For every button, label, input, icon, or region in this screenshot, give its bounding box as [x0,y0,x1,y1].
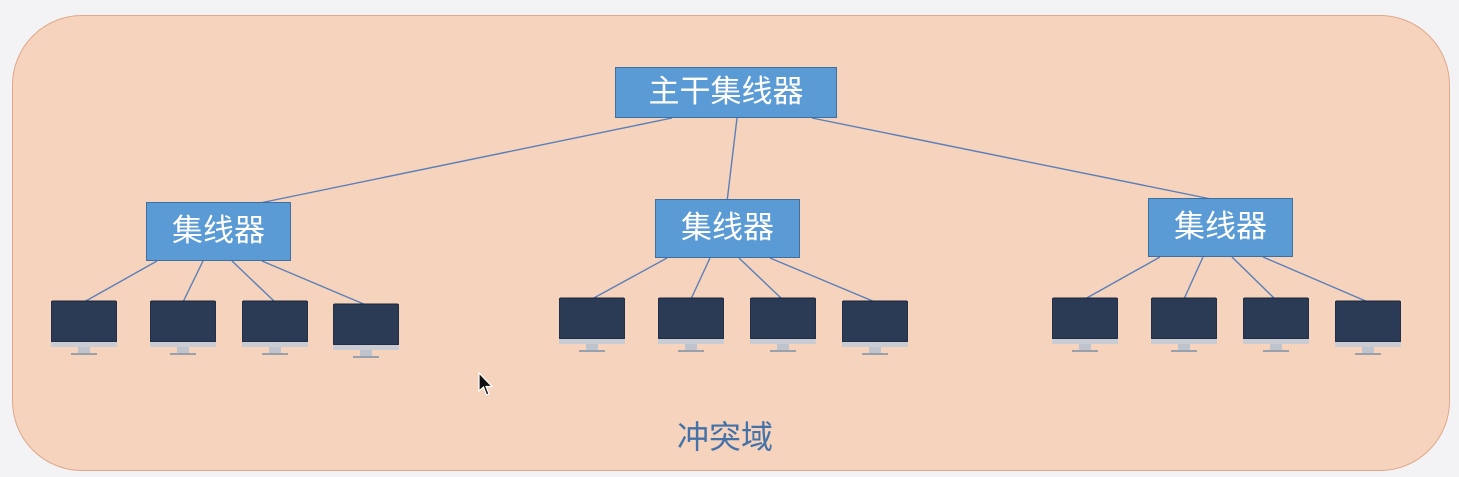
computer-icon [333,303,399,358]
main-hub-label: 主干集线器 [648,74,804,110]
link-hub2-pc1 [591,257,668,300]
collision-domain-label: 冲突域 [676,418,773,456]
main-hub: 主干集线器 [615,67,837,118]
link-hub1-pc2 [182,260,204,303]
link-hub3-pc1 [1084,256,1161,300]
computer-icon [559,297,625,352]
computer-icon [1052,297,1118,352]
link-main-hub-2 [726,117,738,203]
computer-icon [150,300,216,355]
link-hub1-pc4 [261,260,367,306]
link-hub2-pc4 [769,257,876,303]
link-hub2-pc2 [690,257,711,300]
computer-icon [51,300,117,355]
link-main-hub-3 [811,117,1217,201]
computer-icon [842,300,908,355]
computer-icon [1335,300,1401,355]
hub-2-label: 集线器 [681,210,774,246]
computer-icon [750,297,816,352]
mouse-cursor-icon [478,372,494,396]
computer-icon [658,297,724,352]
link-hub3-pc4 [1262,256,1369,303]
hub-3-label: 集线器 [1174,209,1267,245]
computer-icon [1243,297,1309,352]
hub-2: 集线器 [655,199,800,258]
hub-1-label: 集线器 [172,213,265,249]
link-hub3-pc2 [1183,256,1204,300]
link-main-hub-1 [254,117,673,205]
hub-3: 集线器 [1148,198,1293,257]
link-hub1-pc1 [83,260,158,303]
link-hub1-pc3 [231,260,276,303]
hub-1: 集线器 [146,202,291,261]
link-hub2-pc3 [738,257,783,300]
link-hub3-pc3 [1231,256,1276,300]
computer-icon [1151,297,1217,352]
computer-icon [242,300,308,355]
